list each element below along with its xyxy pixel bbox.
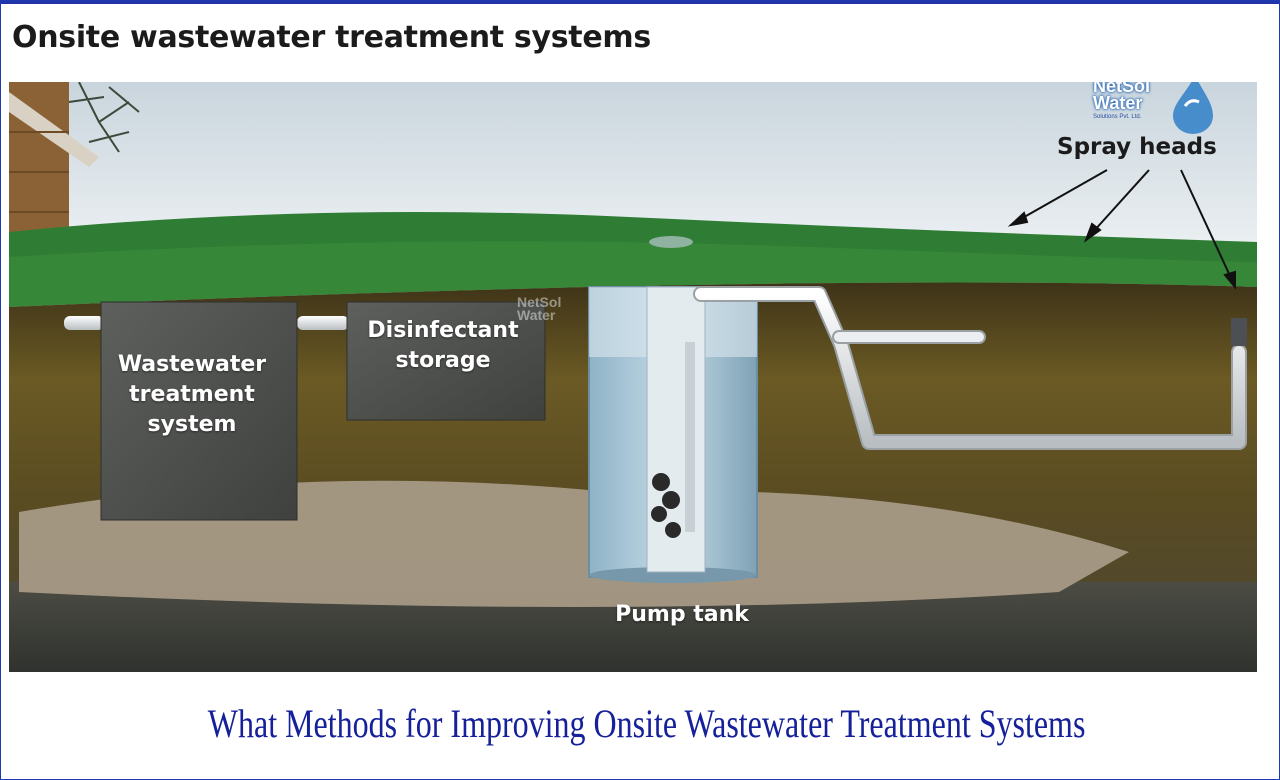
watermark-line2: Water: [517, 307, 556, 323]
logo-line2: Water: [1093, 93, 1143, 113]
connector-pipe: [297, 316, 349, 330]
label-wastewater-treatment-system: Wastewater treatment system: [117, 352, 267, 437]
inlet-pipe: [64, 316, 104, 330]
spray-head: [1231, 318, 1247, 346]
diagram-scene: Wastewater treatment system Disinfectant…: [9, 82, 1257, 672]
netsol-logo: NetSol Water Solutions Pvt. Ltd.: [1093, 82, 1223, 138]
pump-tank: [588, 286, 758, 583]
watermark-line1: NetSol: [517, 294, 562, 310]
top-rule: [0, 0, 1280, 4]
label-disinfectant-storage: Disinfectant storage: [367, 318, 519, 373]
treatment-box: [100, 301, 298, 521]
tank-lid: [649, 236, 693, 248]
logo-line1: NetSol: [1093, 82, 1151, 96]
scene-illustration: [9, 82, 1257, 672]
spray-head-arrows: [1007, 169, 1236, 290]
diagram-title: Onsite wastewater treatment systems: [12, 20, 651, 55]
caption: What Methods for Improving Onsite Wastew…: [207, 701, 1086, 746]
water-drop-icon: [1173, 82, 1213, 134]
label-pump-tank: Pump tank: [615, 602, 749, 627]
distribution-pipe: [693, 286, 1247, 450]
disinfectant-box: [346, 301, 546, 421]
logo-tagline: Solutions Pvt. Ltd.: [1093, 114, 1142, 120]
watermark: NetSol Water: [517, 294, 562, 323]
label-spray-heads: Spray heads: [1057, 134, 1217, 160]
logo-text: NetSol Water: [1093, 82, 1150, 112]
tree: [68, 82, 140, 153]
